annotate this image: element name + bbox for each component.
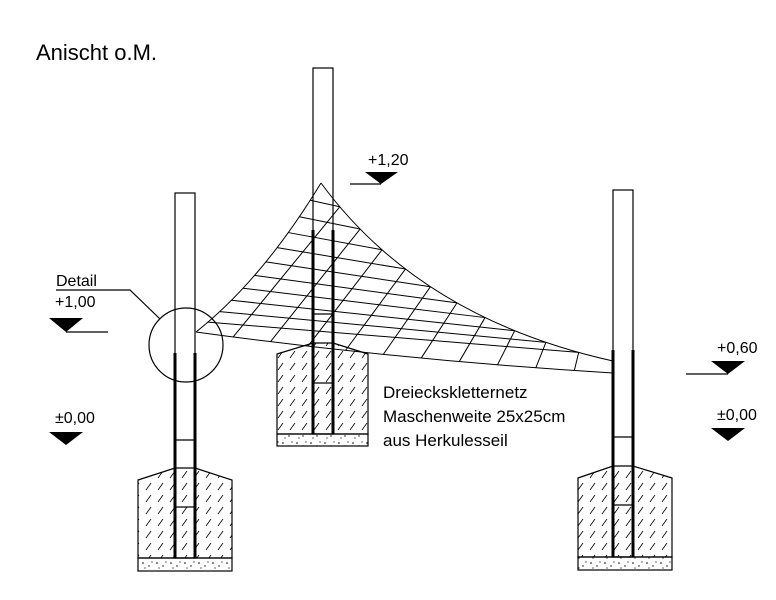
- center-gravel-bed: [276, 433, 369, 447]
- level-triangle-icon: [711, 361, 745, 374]
- center-post-assembly: [276, 67, 369, 447]
- net-mesh-line: [307, 249, 383, 347]
- level-marker-left-ground: ±0,00: [49, 410, 95, 445]
- level-label: ±0,00: [717, 407, 757, 424]
- net-mesh-line: [310, 199, 340, 208]
- net-mesh-line: [231, 299, 515, 332]
- center-foundation: [276, 342, 369, 435]
- net-mesh-line: [277, 247, 406, 270]
- net-mesh-line: [535, 342, 547, 368]
- net-mesh-line: [458, 317, 486, 362]
- net-description: Dreieckskletternetz Maschenweite 25x25cm…: [383, 383, 565, 450]
- level-label: +1,00: [55, 294, 96, 311]
- detail-leader-line: [56, 289, 161, 320]
- net-mesh-line: [420, 302, 458, 359]
- level-triangle-icon: [49, 432, 83, 445]
- net-mesh-line: [299, 216, 361, 230]
- detail-circle: [148, 307, 224, 383]
- level-label: +0,60: [717, 340, 758, 357]
- detail-callout: Detail: [56, 273, 224, 383]
- net-mesh-line: [288, 232, 383, 251]
- right-gravel-bed: [577, 556, 673, 571]
- level-label: +1,20: [368, 152, 409, 169]
- net-mesh-line: [497, 330, 516, 366]
- left-foundation: [137, 467, 233, 559]
- net-edge: [195, 331, 614, 374]
- net-mesh-line: [219, 311, 546, 343]
- right-foundation: [577, 465, 673, 558]
- level-triangle-icon: [711, 428, 745, 441]
- net-mesh-line: [232, 206, 341, 338]
- left-gravel-bed: [137, 557, 233, 572]
- net-mesh-line: [265, 261, 431, 288]
- net-mesh-line: [207, 321, 579, 353]
- net-mesh-line: [243, 287, 486, 319]
- level-marker-right-ground: ±0,00: [711, 407, 757, 441]
- climbing-net: [195, 182, 614, 374]
- mesh-size: Maschenweite 25x25cm: [383, 407, 565, 426]
- detail-label: Detail: [56, 273, 97, 290]
- net-edge: [320, 182, 614, 362]
- left-post-assembly: [137, 192, 233, 572]
- level-marker-right-top: +0,60: [686, 340, 758, 375]
- net-mesh-line: [345, 268, 406, 351]
- net-mesh-line: [573, 352, 580, 371]
- right-post-assembly: [577, 189, 673, 571]
- net-mesh-line: [254, 274, 458, 304]
- level-marker-left-top: +1,00: [49, 294, 108, 333]
- level-label: ±0,00: [55, 410, 95, 427]
- level-triangle-icon: [49, 318, 83, 332]
- drawing-title: Anischt o.M.: [36, 40, 157, 65]
- level-triangle-icon: [365, 172, 398, 184]
- level-marker-center-top: +1,20: [350, 152, 409, 185]
- net-material: aus Herkulesseil: [383, 431, 508, 450]
- net-mesh-line: [382, 286, 431, 355]
- net-edge: [195, 182, 322, 333]
- net-type: Dreieckskletternetz: [383, 383, 528, 402]
- net-mesh-line: [270, 228, 361, 342]
